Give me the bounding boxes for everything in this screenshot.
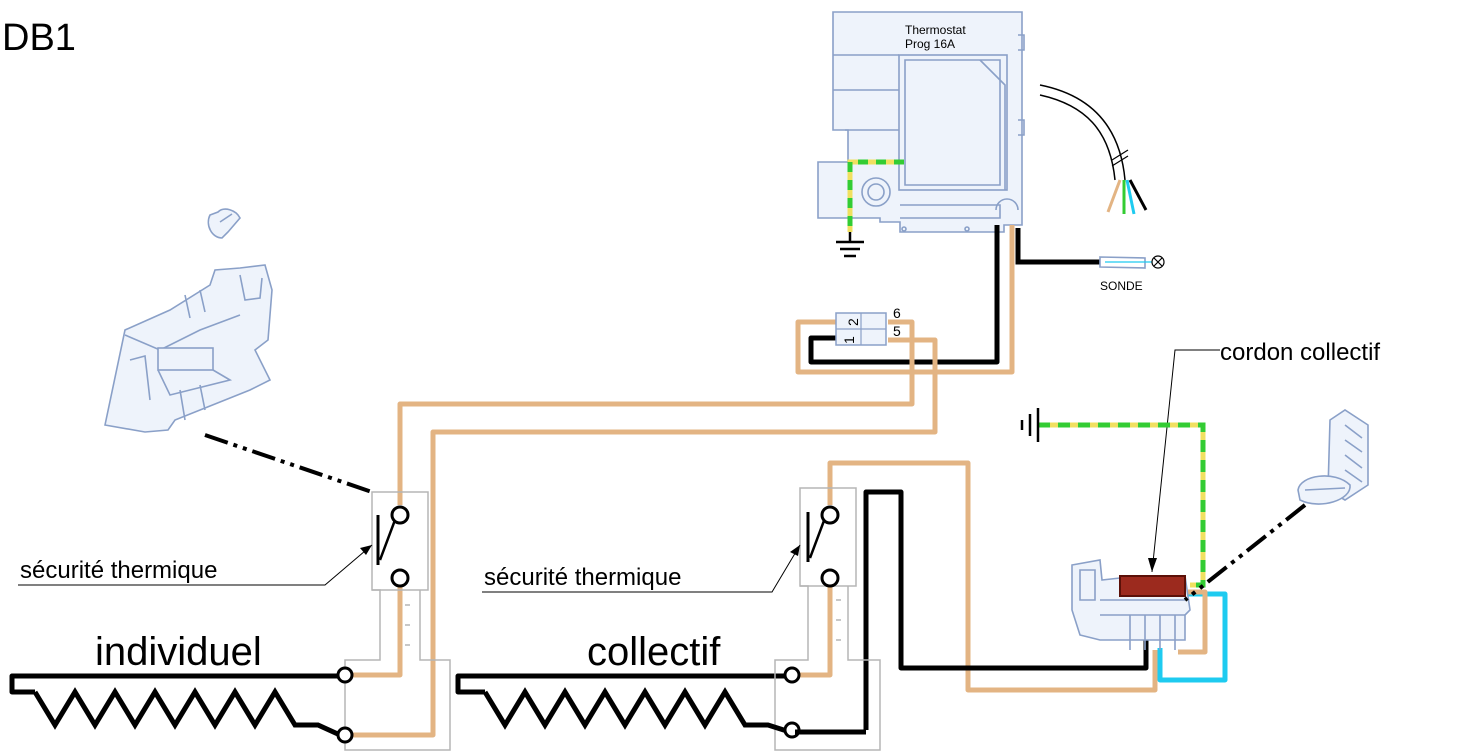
collectif-label: collectif bbox=[587, 630, 721, 674]
cordon-collectif-label: cordon collectif bbox=[1220, 339, 1380, 366]
securite-left-label: sécurité thermique bbox=[20, 557, 217, 584]
thermostat-label-line2: Prog 16A bbox=[905, 37, 955, 51]
neutral-wire-thermostat bbox=[808, 225, 1000, 365]
ground-symbol-collectif bbox=[1020, 408, 1040, 442]
individuel-element: individuel bbox=[32, 630, 354, 744]
securite-right-label: sécurité thermique bbox=[484, 564, 681, 591]
phase-wire-left-return bbox=[345, 337, 938, 738]
cordon-collectif-block bbox=[1119, 575, 1186, 597]
cable-clip-right bbox=[1297, 409, 1369, 505]
phase-wire-thermostat bbox=[795, 225, 1015, 375]
blue-wire-collectif bbox=[1157, 591, 1228, 683]
phase-wire-left-lower bbox=[345, 580, 403, 678]
connector-pin-2: 2 bbox=[845, 318, 861, 326]
thermostat-unit: Thermostat Prog 16A bbox=[817, 11, 1025, 233]
mounting-bracket-left bbox=[104, 208, 273, 433]
ground-symbol-thermostat bbox=[836, 232, 864, 258]
connector-pin-1: 1 bbox=[841, 336, 857, 344]
safety-switch-left bbox=[344, 491, 451, 751]
safety-switch-right bbox=[774, 487, 881, 751]
securite-right-callout: sécurité thermique bbox=[482, 544, 801, 593]
sonde-probe: SONDE bbox=[1015, 228, 1165, 293]
diagram-title: DB1 bbox=[2, 17, 76, 59]
phase-wire-right-safety bbox=[827, 460, 1158, 693]
collectif-neutral-wire bbox=[455, 673, 790, 695]
individuel-neutral-wire bbox=[9, 673, 340, 695]
phase-wire-to-left-safety bbox=[397, 319, 915, 505]
individuel-label: individuel bbox=[95, 630, 262, 674]
sonde-label: SONDE bbox=[1100, 279, 1143, 293]
connector-terminal-5: 5 bbox=[893, 323, 901, 339]
neutral-wire-collectif bbox=[863, 489, 1149, 730]
connector-terminal-6: 6 bbox=[893, 305, 901, 321]
securite-left-callout: sécurité thermique bbox=[18, 544, 373, 586]
terminal-connector: 1 2 6 5 bbox=[835, 305, 901, 346]
thermostat-earth-wire bbox=[847, 159, 904, 232]
dash-dot-leader-left bbox=[204, 433, 373, 494]
collectif-plug bbox=[1071, 559, 1191, 650]
collectif-element: collectif bbox=[482, 630, 866, 739]
collectif-earth-wire bbox=[1038, 422, 1206, 588]
phase-wire-collectif-plug bbox=[1178, 589, 1208, 655]
phase-wire-right-lower bbox=[795, 580, 833, 678]
thermostat-label-line1: Thermostat bbox=[905, 23, 966, 37]
mains-cable bbox=[1039, 84, 1148, 215]
cordon-callout: cordon collectif bbox=[1148, 339, 1380, 573]
